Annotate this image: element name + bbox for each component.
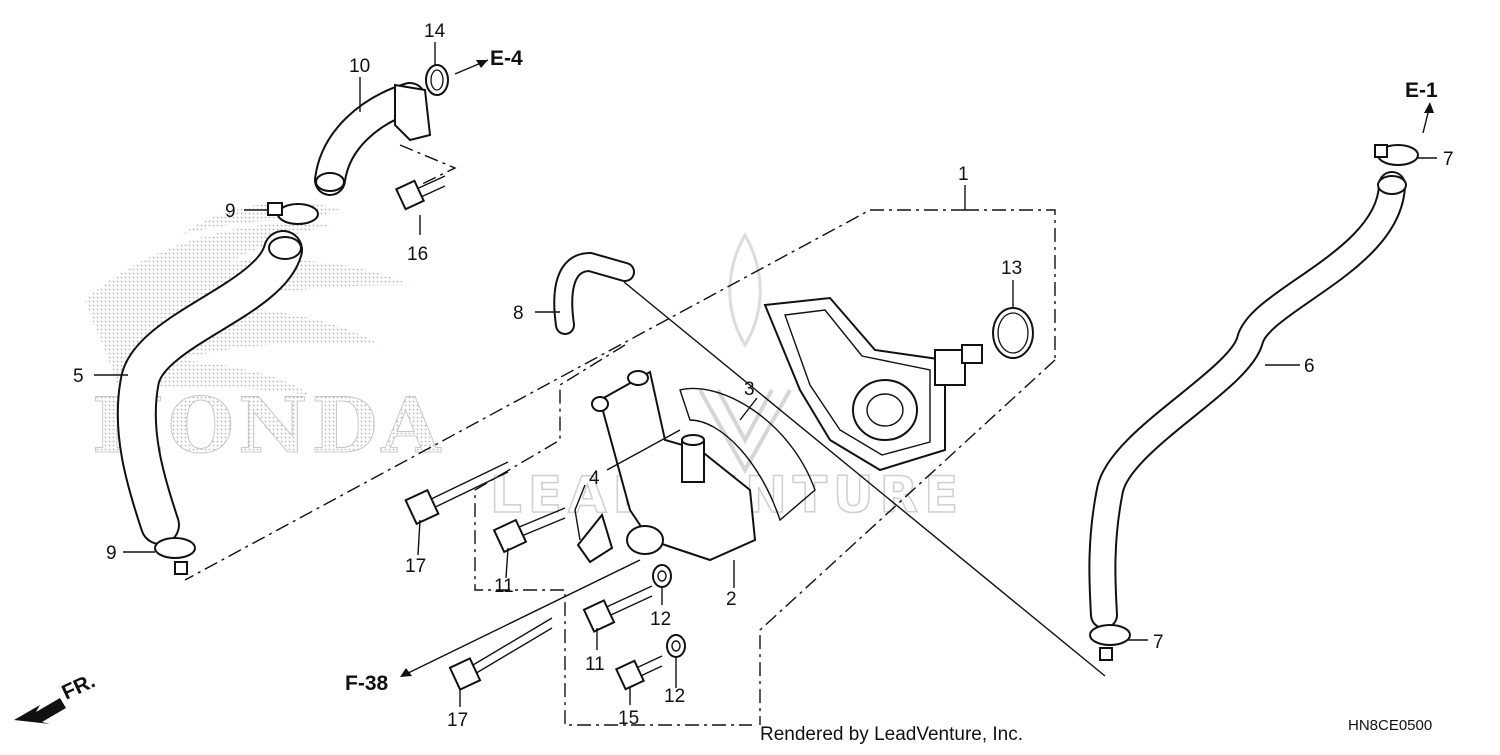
callout-4: 4 xyxy=(589,468,600,489)
callout-17-top: 17 xyxy=(405,556,426,577)
callout-9-bottom: 9 xyxy=(106,543,117,564)
callout-11-left: 11 xyxy=(494,576,514,597)
assembly-boundary-lines xyxy=(184,144,1056,726)
callout-12-bottom: 12 xyxy=(664,686,685,707)
hose-5 xyxy=(116,230,303,545)
bracket-4 xyxy=(576,512,614,564)
callout-17-bottom: 17 xyxy=(447,710,468,731)
water-pump xyxy=(763,296,983,472)
washers-12 xyxy=(652,564,686,658)
diagram-code: HN8CE0500 xyxy=(1348,717,1432,734)
o-rings xyxy=(425,64,1034,359)
callout-13: 13 xyxy=(1001,258,1022,279)
front-direction-arrow: FR. xyxy=(14,669,99,724)
thermostat-housing xyxy=(591,370,816,562)
pipe-10 xyxy=(314,82,432,196)
callout-14: 14 xyxy=(424,21,446,42)
callout-7-top: 7 xyxy=(1443,149,1454,170)
callout-5: 5 xyxy=(73,366,84,387)
callout-2: 2 xyxy=(726,589,737,610)
callout-6: 6 xyxy=(1304,356,1315,377)
callout-11-bottom: 11 xyxy=(585,654,605,675)
callout-10: 10 xyxy=(349,56,370,77)
bolts xyxy=(394,175,663,691)
callouts: 1 2 3 4 5 6 7 7 8 9 9 10 11 11 12 12 13 … xyxy=(73,21,1454,731)
ref-f38[interactable]: F-38 xyxy=(345,672,389,695)
credit-text: Rendered by LeadVenture, Inc. xyxy=(760,724,1023,745)
callout-16: 16 xyxy=(407,244,428,265)
fr-label: FR. xyxy=(58,669,98,704)
clamps xyxy=(154,144,1419,661)
callout-15: 15 xyxy=(618,708,639,729)
callout-7-bottom: 7 xyxy=(1153,632,1164,653)
leader-lines xyxy=(94,42,1437,707)
hose-6 xyxy=(1088,171,1407,629)
ref-e4[interactable]: E-4 xyxy=(490,47,523,70)
callout-8: 8 xyxy=(513,303,524,324)
reference-arrows xyxy=(400,60,1434,677)
callout-9-top: 9 xyxy=(225,201,236,222)
callout-3: 3 xyxy=(744,379,755,400)
callout-1: 1 xyxy=(958,164,969,185)
callout-12-top: 12 xyxy=(650,609,671,630)
ref-e1[interactable]: E-1 xyxy=(1405,79,1438,102)
hose-8 xyxy=(553,251,635,335)
